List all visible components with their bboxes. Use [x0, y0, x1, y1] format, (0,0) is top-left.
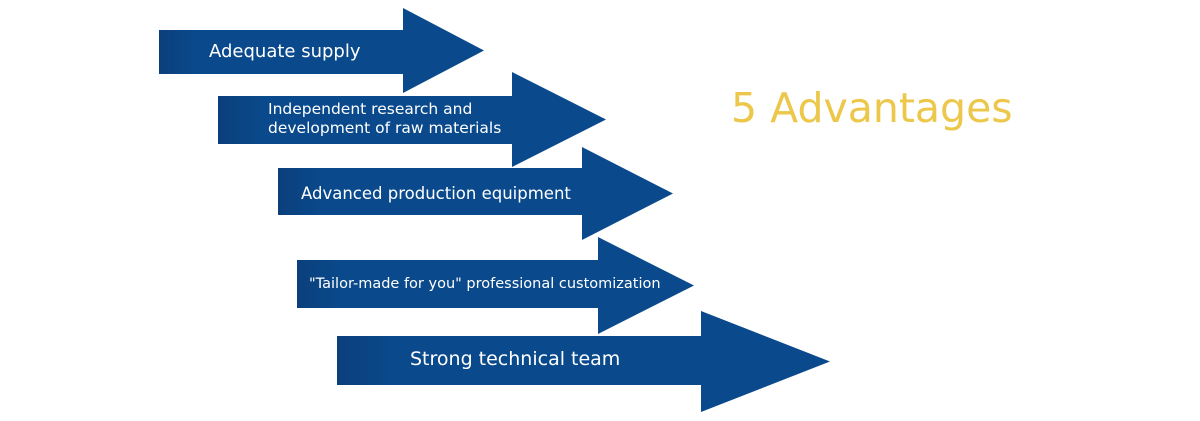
- arrow-advanced-equipment: [278, 147, 673, 240]
- arrow-label-line: development of raw materials: [268, 119, 502, 138]
- arrow-tailor-made: [297, 237, 694, 334]
- arrow-label-advanced-equipment: Advanced production equipment: [301, 184, 571, 203]
- arrow-label-line: Independent research and: [268, 100, 473, 118]
- page-title: 5 Advantages: [731, 84, 1013, 132]
- arrow-label-technical-team: Strong technical team: [410, 348, 621, 370]
- arrow-label-adequate-supply: Adequate supply: [209, 41, 361, 62]
- arrow-label-tailor-made: "Tailor-made for you" professional custo…: [309, 276, 661, 292]
- arrow-technical-team: [337, 311, 830, 412]
- arrow-adequate-supply: [159, 8, 484, 93]
- arrow-independent-research: [218, 72, 606, 167]
- arrow-label-independent-research: Independent research and development of …: [268, 100, 501, 139]
